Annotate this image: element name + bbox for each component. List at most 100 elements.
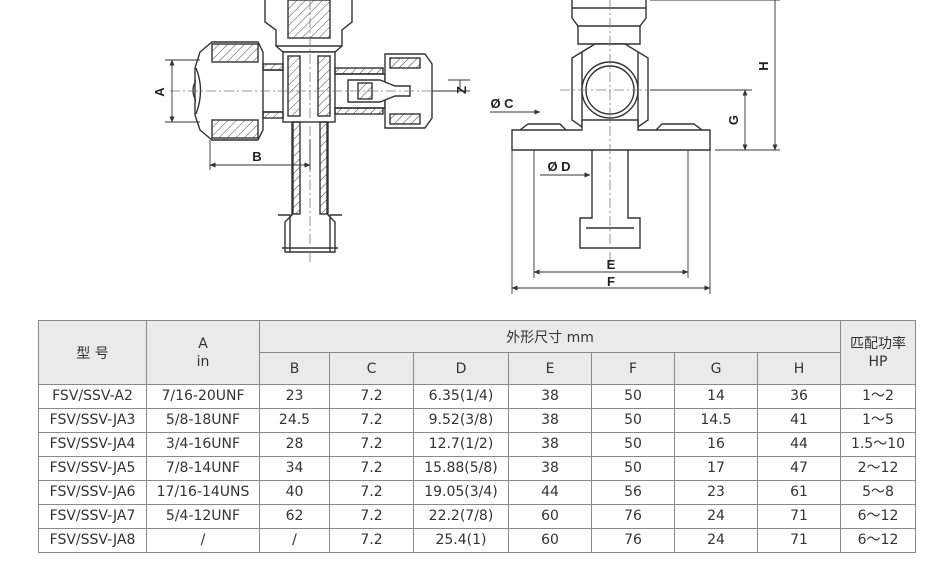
header-dimensions-group: 外形尺寸 mm xyxy=(259,320,841,353)
cell-g: 17 xyxy=(674,456,758,481)
cell-a: / xyxy=(146,528,260,553)
cell-e: 38 xyxy=(508,456,592,481)
cell-h: 36 xyxy=(757,384,841,409)
section-view xyxy=(165,0,470,262)
cell-power: 1～5 xyxy=(840,408,916,433)
dim-label-f: F xyxy=(607,274,615,289)
cell-a: 7/8-14UNF xyxy=(146,456,260,481)
cell-model: FSV/SSV-JA5 xyxy=(38,456,147,481)
dim-label-b: B xyxy=(252,149,261,164)
cell-c: 7.2 xyxy=(329,408,414,433)
cell-model: FSV/SSV-JA8 xyxy=(38,528,147,553)
cell-model: FSV/SSV-JA3 xyxy=(38,408,147,433)
cell-e: 44 xyxy=(508,480,592,505)
cell-d: 6.35(1/4) xyxy=(413,384,509,409)
cell-model: FSV/SSV-JA4 xyxy=(38,432,147,457)
cell-g: 23 xyxy=(674,480,758,505)
cell-power: 1.5～10 xyxy=(840,432,916,457)
cell-b: / xyxy=(259,528,330,553)
header-col-d: D xyxy=(413,352,509,385)
cell-f: 56 xyxy=(591,480,675,505)
cell-d: 12.7(1/2) xyxy=(413,432,509,457)
cell-b: 23 xyxy=(259,384,330,409)
cell-g: 16 xyxy=(674,432,758,457)
header-a-unit: in xyxy=(196,353,210,370)
cell-c: 7.2 xyxy=(329,384,414,409)
cell-f: 50 xyxy=(591,408,675,433)
cell-h: 71 xyxy=(757,504,841,529)
cell-power: 6～12 xyxy=(840,504,916,529)
cell-f: 76 xyxy=(591,528,675,553)
cell-d: 15.88(5/8) xyxy=(413,456,509,481)
header-a: A in xyxy=(146,320,260,385)
cell-g: 14.5 xyxy=(674,408,758,433)
valve-technical-drawing: A B Z xyxy=(152,0,780,294)
cell-f: 50 xyxy=(591,384,675,409)
front-view xyxy=(490,0,780,294)
dim-label-d: Ø D xyxy=(547,159,570,174)
cell-h: 71 xyxy=(757,528,841,553)
cell-power: 2～12 xyxy=(840,456,916,481)
cell-h: 61 xyxy=(757,480,841,505)
cell-model: FSV/SSV-JA7 xyxy=(38,504,147,529)
header-col-h: H xyxy=(757,352,841,385)
cell-a: 7/16-20UNF xyxy=(146,384,260,409)
header-power-label: 匹配功率 xyxy=(850,335,906,352)
cell-b: 34 xyxy=(259,456,330,481)
spec-table: 型 号 A in 外形尺寸 mm 匹配功率 HP B C D E F G H F… xyxy=(38,320,916,553)
cell-c: 7.2 xyxy=(329,456,414,481)
header-model: 型 号 xyxy=(38,320,147,385)
cell-f: 76 xyxy=(591,504,675,529)
cell-b: 24.5 xyxy=(259,408,330,433)
cell-d: 9.52(3/8) xyxy=(413,408,509,433)
cell-d: 22.2(7/8) xyxy=(413,504,509,529)
header-col-f: F xyxy=(591,352,675,385)
cell-e: 38 xyxy=(508,432,592,457)
cell-c: 7.2 xyxy=(329,480,414,505)
cell-d: 19.05(3/4) xyxy=(413,480,509,505)
cell-e: 60 xyxy=(508,528,592,553)
cell-e: 60 xyxy=(508,504,592,529)
dim-label-e: E xyxy=(607,257,616,272)
cell-h: 41 xyxy=(757,408,841,433)
cell-b: 28 xyxy=(259,432,330,457)
cell-c: 7.2 xyxy=(329,528,414,553)
cell-b: 62 xyxy=(259,504,330,529)
cell-f: 50 xyxy=(591,456,675,481)
dim-label-h: H xyxy=(756,61,771,70)
header-col-g: G xyxy=(674,352,758,385)
dim-label-g: G xyxy=(726,115,741,125)
cell-f: 50 xyxy=(591,432,675,457)
header-col-c: C xyxy=(329,352,414,385)
cell-g: 24 xyxy=(674,504,758,529)
cell-e: 38 xyxy=(508,408,592,433)
header-col-e: E xyxy=(508,352,592,385)
cell-power: 5～8 xyxy=(840,480,916,505)
cell-g: 14 xyxy=(674,384,758,409)
cell-c: 7.2 xyxy=(329,432,414,457)
header-col-b: B xyxy=(259,352,330,385)
cell-power: 6～12 xyxy=(840,528,916,553)
cell-b: 40 xyxy=(259,480,330,505)
cell-a: 3/4-16UNF xyxy=(146,432,260,457)
header-a-label: A xyxy=(198,335,208,352)
cell-d: 25.4(1) xyxy=(413,528,509,553)
cell-a: 5/8-18UNF xyxy=(146,408,260,433)
cell-g: 24 xyxy=(674,528,758,553)
cell-model: FSV/SSV-JA6 xyxy=(38,480,147,505)
cell-h: 47 xyxy=(757,456,841,481)
cell-e: 38 xyxy=(508,384,592,409)
header-power: 匹配功率 HP xyxy=(840,320,916,385)
cell-a: 17/16-14UNS xyxy=(146,480,260,505)
header-power-unit: HP xyxy=(868,353,888,370)
dim-label-z: Z xyxy=(454,86,469,94)
cell-a: 5/4-12UNF xyxy=(146,504,260,529)
